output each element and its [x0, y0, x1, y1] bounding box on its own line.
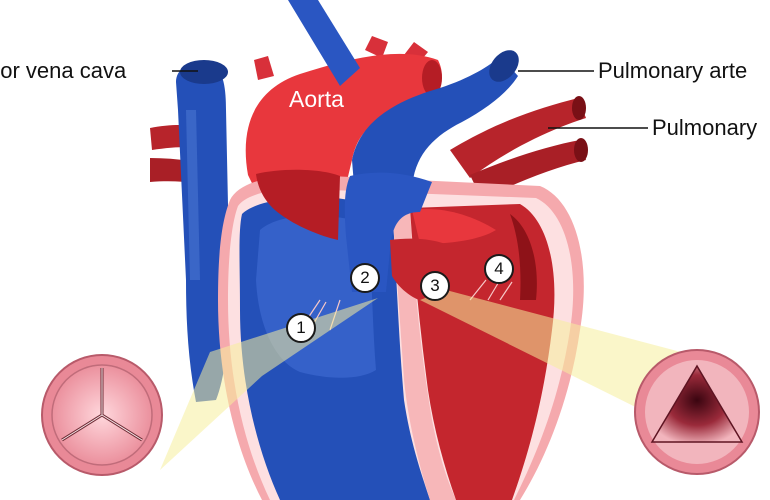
superior-vena-cava-label: rior vena cava — [0, 58, 127, 83]
aorta-label: Aorta — [289, 86, 344, 112]
pulmonary-vein-label: Pulmonary — [652, 115, 758, 140]
heart-body — [218, 169, 584, 500]
pulmonary-artery-label: Pulmonary arte — [598, 58, 748, 83]
valve-marker-2: 2 — [350, 263, 380, 293]
valve-marker-1: 1 — [286, 313, 316, 343]
highlight-beam-right — [420, 290, 702, 440]
valve-marker-3: 3 — [420, 271, 450, 301]
pulmonary-artery — [352, 50, 519, 210]
upper-vessel — [288, 0, 360, 86]
valve-closed-icon — [41, 354, 163, 476]
valve-open-icon — [634, 349, 760, 475]
superior-vena-cava — [176, 60, 230, 402]
valve-marker-4: 4 — [484, 254, 514, 284]
highlight-beam-left — [160, 298, 378, 470]
